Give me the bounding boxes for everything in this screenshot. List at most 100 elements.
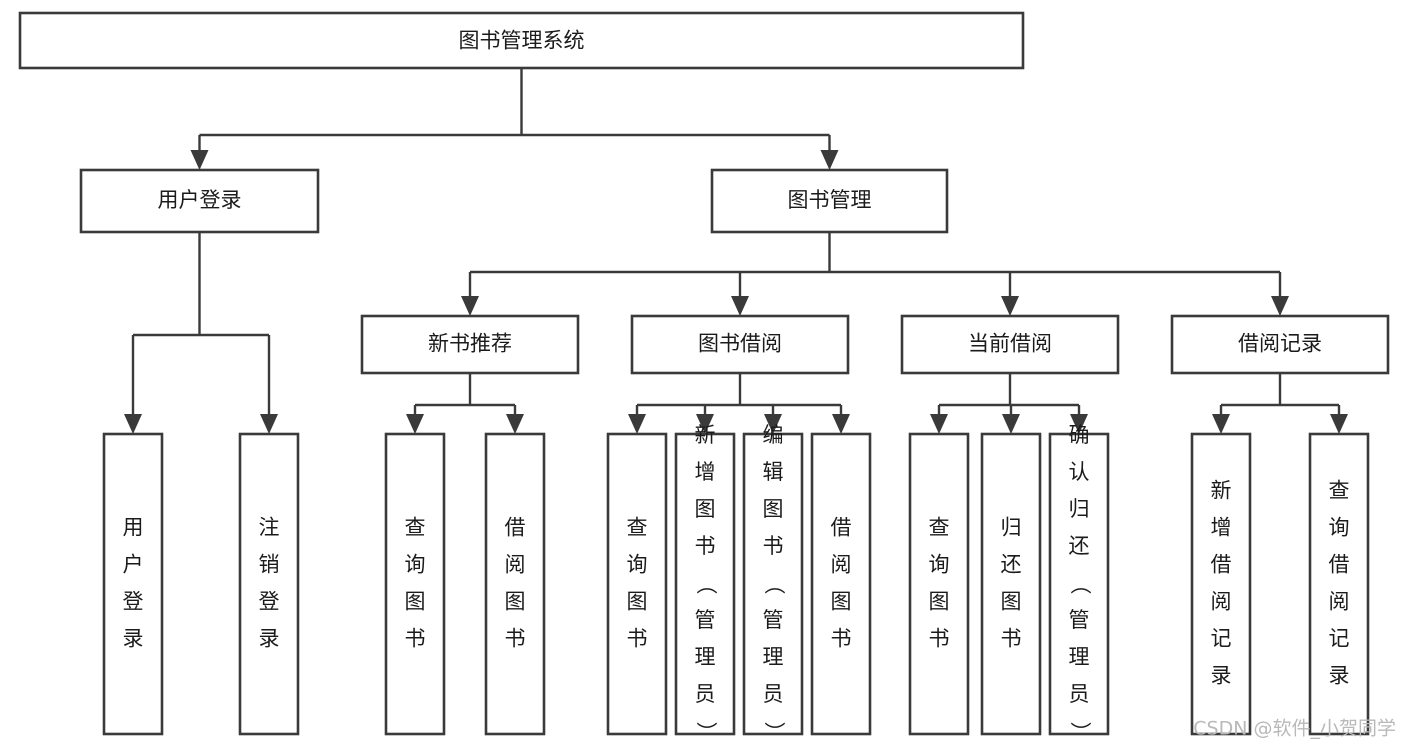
leaf-label-char: 管	[763, 608, 784, 632]
node-user-login[interactable]: 用户登录	[79, 168, 320, 234]
node-book-borrow-box[interactable]	[630, 314, 850, 375]
leaf-label-char: 员	[1069, 682, 1090, 706]
leaf-node-box[interactable]	[384, 432, 446, 736]
leaf-label-char: 询	[1329, 516, 1350, 540]
leaf-node-box[interactable]	[1190, 432, 1252, 736]
node-book-management-label: 图书管理	[788, 188, 872, 212]
node-current-borrow-box[interactable]	[900, 314, 1120, 375]
arrow-head-icon	[832, 414, 850, 434]
leaf-node-box[interactable]	[980, 432, 1042, 736]
leaf-label-char: 确	[1069, 423, 1090, 447]
leaf-label-char: 书	[831, 627, 852, 651]
leaf-label-char: 图	[405, 590, 426, 614]
leaf-label-char: 书	[627, 627, 648, 651]
leaf-label-char: 询	[405, 553, 426, 577]
leaf-label-char: 图	[505, 590, 526, 614]
leaf-node-box[interactable]	[810, 432, 872, 736]
leaf-node-box[interactable]	[908, 432, 970, 736]
leaf-label-char: 还	[1069, 534, 1090, 558]
leaf-label-char: 户	[123, 553, 144, 577]
leaf-label-char: 图	[763, 497, 784, 521]
arrow-head-icon	[1070, 414, 1088, 434]
leaf-label-char: ）	[694, 722, 718, 743]
leaf-label-char: 图	[695, 497, 716, 521]
leaf-label-char: 管	[695, 608, 716, 632]
node-root-box[interactable]	[18, 11, 1025, 70]
leaf-label-char: （	[762, 574, 786, 595]
node-new-book-recommend[interactable]: 新书推荐	[360, 314, 580, 375]
arrow-head-icon	[1271, 296, 1289, 316]
leaf-label-char: ）	[762, 722, 786, 743]
leaf-label-char: 理	[1069, 645, 1090, 669]
leaf-label-char: 录	[123, 627, 144, 651]
leaf-node-box[interactable]	[1308, 432, 1370, 736]
leaf-label-char: 书	[763, 534, 784, 558]
leaf-node-box[interactable]	[102, 432, 164, 736]
leaf-label-char: 归	[1001, 516, 1022, 540]
leaf-label-char: 书	[505, 627, 526, 651]
leaf-label-char: 还	[1001, 553, 1022, 577]
leaf-label-char: 询	[627, 553, 648, 577]
leaf-label-char: 书	[695, 534, 716, 558]
leaf-node-box[interactable]	[1048, 432, 1110, 736]
node-book-management[interactable]: 图书管理	[710, 168, 949, 234]
leaf-label-char: 书	[405, 627, 426, 651]
leaf-label-char: 理	[695, 645, 716, 669]
node-current-borrow[interactable]: 当前借阅	[900, 314, 1120, 375]
leaf-label-char: 借	[831, 516, 852, 540]
node-current-borrow-label: 当前借阅	[968, 332, 1052, 356]
leaf-label-char: 管	[1069, 608, 1090, 632]
arrow-head-icon	[764, 414, 782, 434]
leaf-label-char: 增	[695, 460, 716, 484]
arrow-head-icon	[820, 150, 839, 170]
leaf-label-char: 图	[627, 590, 648, 614]
leaf-label-char: 登	[123, 590, 144, 614]
leaf-label-char: 阅	[1211, 590, 1232, 614]
leaf-node-box[interactable]	[484, 432, 546, 736]
leaf-node-0[interactable]: 用户登录	[102, 432, 164, 736]
arrow-head-icon	[1001, 296, 1019, 316]
node-new-book-recommend-box[interactable]	[360, 314, 580, 375]
node-book-management-box[interactable]	[710, 168, 949, 234]
node-user-login-box[interactable]	[79, 168, 320, 234]
node-book-borrow[interactable]: 图书借阅	[630, 314, 850, 375]
node-borrow-record[interactable]: 借阅记录	[1170, 314, 1390, 375]
leaf-label-char: 录	[259, 627, 280, 651]
leaf-node-box[interactable]	[606, 432, 668, 736]
arrow-head-icon	[628, 414, 646, 434]
arrow-head-icon	[731, 296, 749, 316]
leaf-label-char: 阅	[1329, 590, 1350, 614]
leaf-label-char: 记	[1329, 627, 1350, 651]
leaf-label-char: ）	[1068, 722, 1092, 743]
leaf-label-char: 书	[929, 627, 950, 651]
leaf-label-char: （	[694, 574, 718, 595]
leaf-node-box[interactable]	[238, 432, 300, 736]
leaf-node-box[interactable]	[674, 432, 736, 736]
node-book-borrow-label: 图书借阅	[698, 332, 782, 356]
leaf-node-box[interactable]	[742, 432, 804, 736]
leaf-label-char: 图	[1001, 590, 1022, 614]
node-root[interactable]: 图书管理系统	[18, 11, 1025, 70]
arrow-head-icon	[406, 414, 424, 434]
leaf-label-char: 查	[929, 516, 950, 540]
leaf-label-char: 辑	[763, 460, 784, 484]
leaf-label-char: 员	[763, 682, 784, 706]
node-borrow-record-box[interactable]	[1170, 314, 1390, 375]
leaf-label-char: 认	[1069, 460, 1090, 484]
node-borrow-record-label: 借阅记录	[1238, 332, 1322, 356]
leaf-label-char: 借	[1211, 553, 1232, 577]
leaf-label-char: 新	[695, 423, 716, 447]
